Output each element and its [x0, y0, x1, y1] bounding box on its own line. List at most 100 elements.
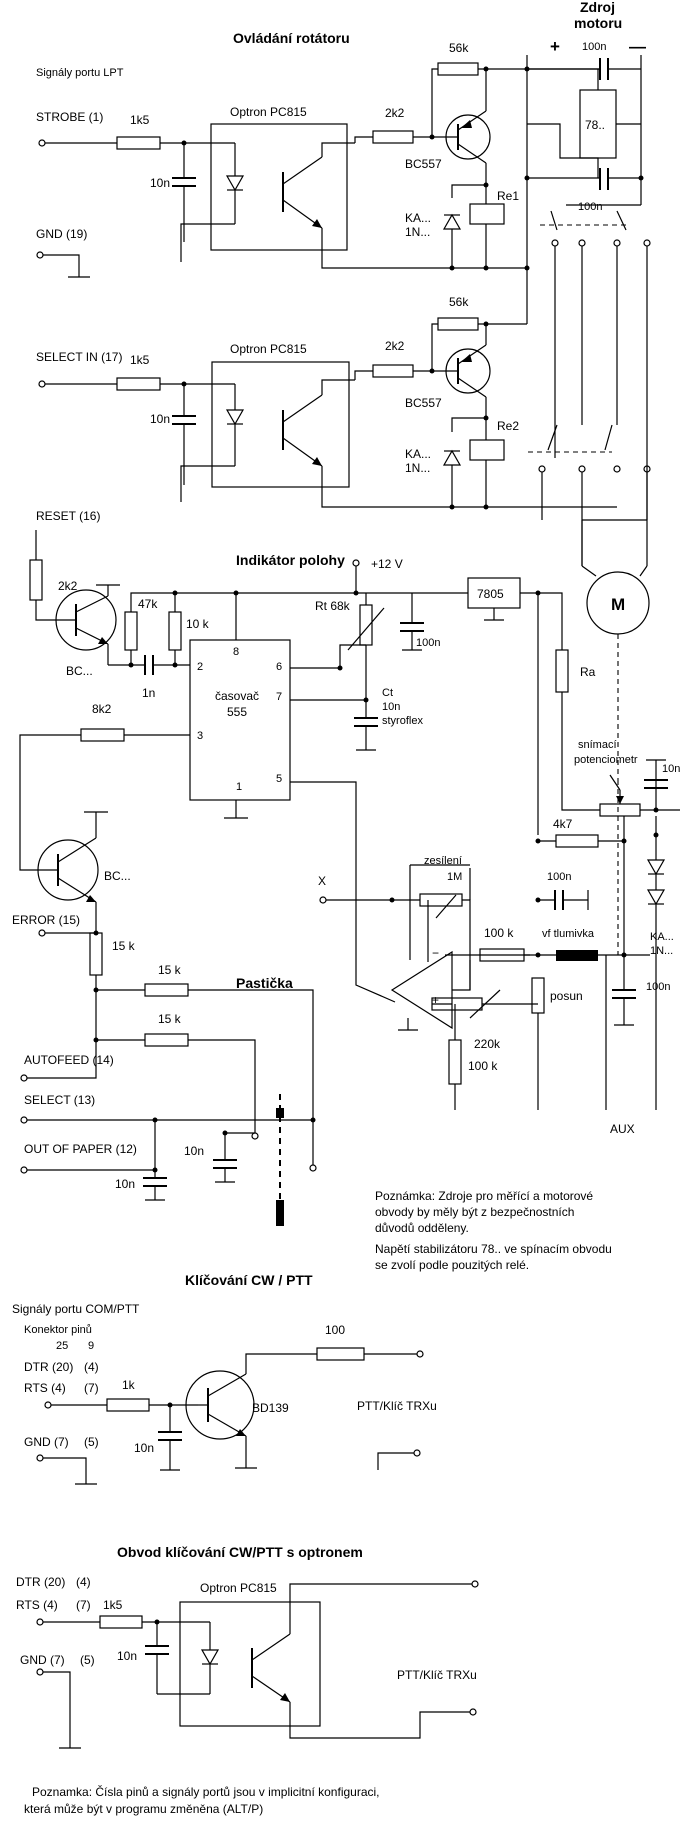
r2k2-a-label: 2k2	[385, 106, 405, 120]
c100n-b-label: 100n	[547, 871, 571, 883]
reset-label: RESET (16)	[36, 509, 100, 523]
ct-label-2: 10n	[382, 701, 400, 713]
title-cw-keying: Klíčování CW / PTT	[185, 1272, 313, 1288]
rts-b-terminal	[36, 1618, 44, 1626]
gnd9-b-label: (5)	[80, 1653, 95, 1667]
timer-label-1: časovač	[215, 689, 259, 703]
note2-line1: Napětí stabilizátoru 78.. ve spínacím ob…	[375, 1242, 612, 1256]
diode-a	[442, 213, 462, 230]
resistor-1k5-a	[116, 136, 161, 150]
note1-line1: Poznámka: Zdroje pro měřící a motorové	[375, 1189, 593, 1203]
c10n-pot-label: 10n	[662, 763, 680, 775]
timer-555	[189, 639, 291, 801]
re1-label: Re1	[497, 189, 519, 203]
error-terminal	[38, 929, 46, 937]
r2k2-b-label: 2k2	[385, 339, 405, 353]
resistor-100k-b	[448, 1039, 462, 1085]
gnd-b-label: GND (7)	[20, 1653, 65, 1667]
optron2-label: Optron PC815	[230, 342, 307, 356]
reg7805-label: 7805	[477, 587, 504, 601]
rf-choke	[556, 950, 598, 961]
r1k-label: 1k	[122, 1378, 136, 1392]
diode-a-label-2: 1N...	[405, 225, 430, 239]
gnd-com-terminal	[36, 1454, 44, 1462]
optron-box-3	[179, 1601, 321, 1727]
note2-line2: se zvolí podle pouzitých relé.	[375, 1258, 529, 1272]
optron-box-1	[210, 123, 348, 251]
ptt-terminal-a	[416, 1350, 424, 1358]
resistor-15k-a	[144, 983, 189, 997]
bc-reset-label: BC...	[66, 664, 93, 678]
r47k-label: 47k	[138, 597, 158, 611]
out-of-paper-label: OUT OF PAPER (12)	[24, 1142, 137, 1156]
rt-label: Rt 68k	[315, 599, 351, 613]
r100k-a-label: 100 k	[484, 926, 514, 940]
r15k-error-label: 15 k	[112, 939, 136, 953]
select-in-terminal	[38, 380, 46, 388]
dtr9-b-label: (4)	[76, 1575, 91, 1589]
diode-right-1	[646, 859, 666, 876]
resistor-56k-a	[437, 62, 479, 76]
rts-terminal	[44, 1401, 52, 1409]
optron3-label: Optron PC815	[200, 1581, 277, 1595]
r100-label: 100	[325, 1323, 345, 1337]
position-indicator-section: RESET (16) 2k2 BC... 47k 10 k 1n	[12, 509, 680, 1046]
pins-9-label: 9	[88, 1340, 94, 1352]
resistor-2k2-a	[372, 130, 414, 144]
c100n-top-label: 100n	[582, 41, 606, 53]
vcc-label: +12 V	[371, 557, 403, 571]
r4k7-label: 4k7	[553, 817, 573, 831]
pin3-label: 3	[197, 730, 203, 742]
ptt-b-label: PTT/Klíč TRXu	[397, 1668, 477, 1682]
re2-label: Re2	[497, 419, 519, 433]
rts-label: RTS (4)	[24, 1381, 66, 1395]
c10n-trap-b-label: 10n	[184, 1144, 204, 1158]
title-cw-keying-opto: Obvod klíčování CW/PTT s optronem	[117, 1544, 363, 1560]
resistor-4k7	[555, 834, 599, 848]
c10n-b-label: 10n	[150, 412, 170, 426]
cw-keying-section: Signály portu COM/PTT Konektor pinů 25 9…	[12, 1302, 437, 1485]
posun-label: posun	[550, 989, 583, 1003]
select-label: SELECT (13)	[24, 1093, 95, 1107]
resistor-ra	[555, 649, 569, 693]
resistor-1k	[106, 1398, 150, 1412]
gnd-com-label: GND (7)	[24, 1435, 69, 1449]
x-terminal	[319, 896, 327, 904]
com-signals-label: Signály portu COM/PTT	[12, 1302, 140, 1316]
ptt-label: PTT/Klíč TRXu	[357, 1399, 437, 1413]
gain-label-2: 1M	[447, 871, 462, 883]
lpt-signals-label: Signály portu LPT	[36, 67, 124, 79]
dtr-label: DTR (20)	[24, 1360, 73, 1374]
r100k-b-label: 100 k	[468, 1059, 498, 1073]
relay-coil-2	[469, 439, 505, 461]
r220k-label: 220k	[474, 1037, 501, 1051]
vcc-terminal	[352, 559, 360, 567]
pin-connector-label: Konektor pinů	[24, 1324, 92, 1336]
reg78-label: 78..	[585, 118, 605, 132]
resistor-2k2-b	[372, 364, 414, 378]
strobe-terminal	[38, 139, 46, 147]
opto-led-3	[200, 1649, 220, 1666]
bd139-transistor	[185, 1370, 255, 1440]
opamp-plus-label: +	[432, 993, 439, 1007]
posun-potentiometer	[531, 977, 545, 1014]
c1n-label: 1n	[142, 686, 155, 700]
title-rotator-control: Ovládání rotátoru	[233, 30, 350, 46]
r8k2-label: 8k2	[92, 702, 112, 716]
note3-line1: Poznamka: Čísla pinů a signály portů jso…	[32, 1784, 380, 1799]
ptt-b-terminal-b	[469, 1708, 477, 1716]
resistor-8k2	[80, 728, 125, 742]
resistor-47k	[124, 611, 138, 651]
plus-label: +	[550, 37, 560, 56]
title-motor-supply-2: motoru	[574, 15, 622, 31]
opamp	[390, 950, 453, 1030]
cw-keying-opto-section: DTR (20) (4) RTS (4) (7) 1k5 10n Optron …	[16, 1575, 479, 1749]
title-motor-supply-1: Zdroj	[580, 0, 615, 15]
resistor-2k2-reset	[29, 559, 43, 601]
resistor-100	[316, 1347, 365, 1361]
bc-error-label: BC...	[104, 869, 131, 883]
gnd-b-terminal	[36, 1668, 44, 1676]
ct-label-3: styroflex	[382, 715, 423, 727]
rts-b-label: RTS (4)	[16, 1598, 58, 1612]
note1-line2: obvody by měly být z bezpečnostních	[375, 1205, 574, 1219]
